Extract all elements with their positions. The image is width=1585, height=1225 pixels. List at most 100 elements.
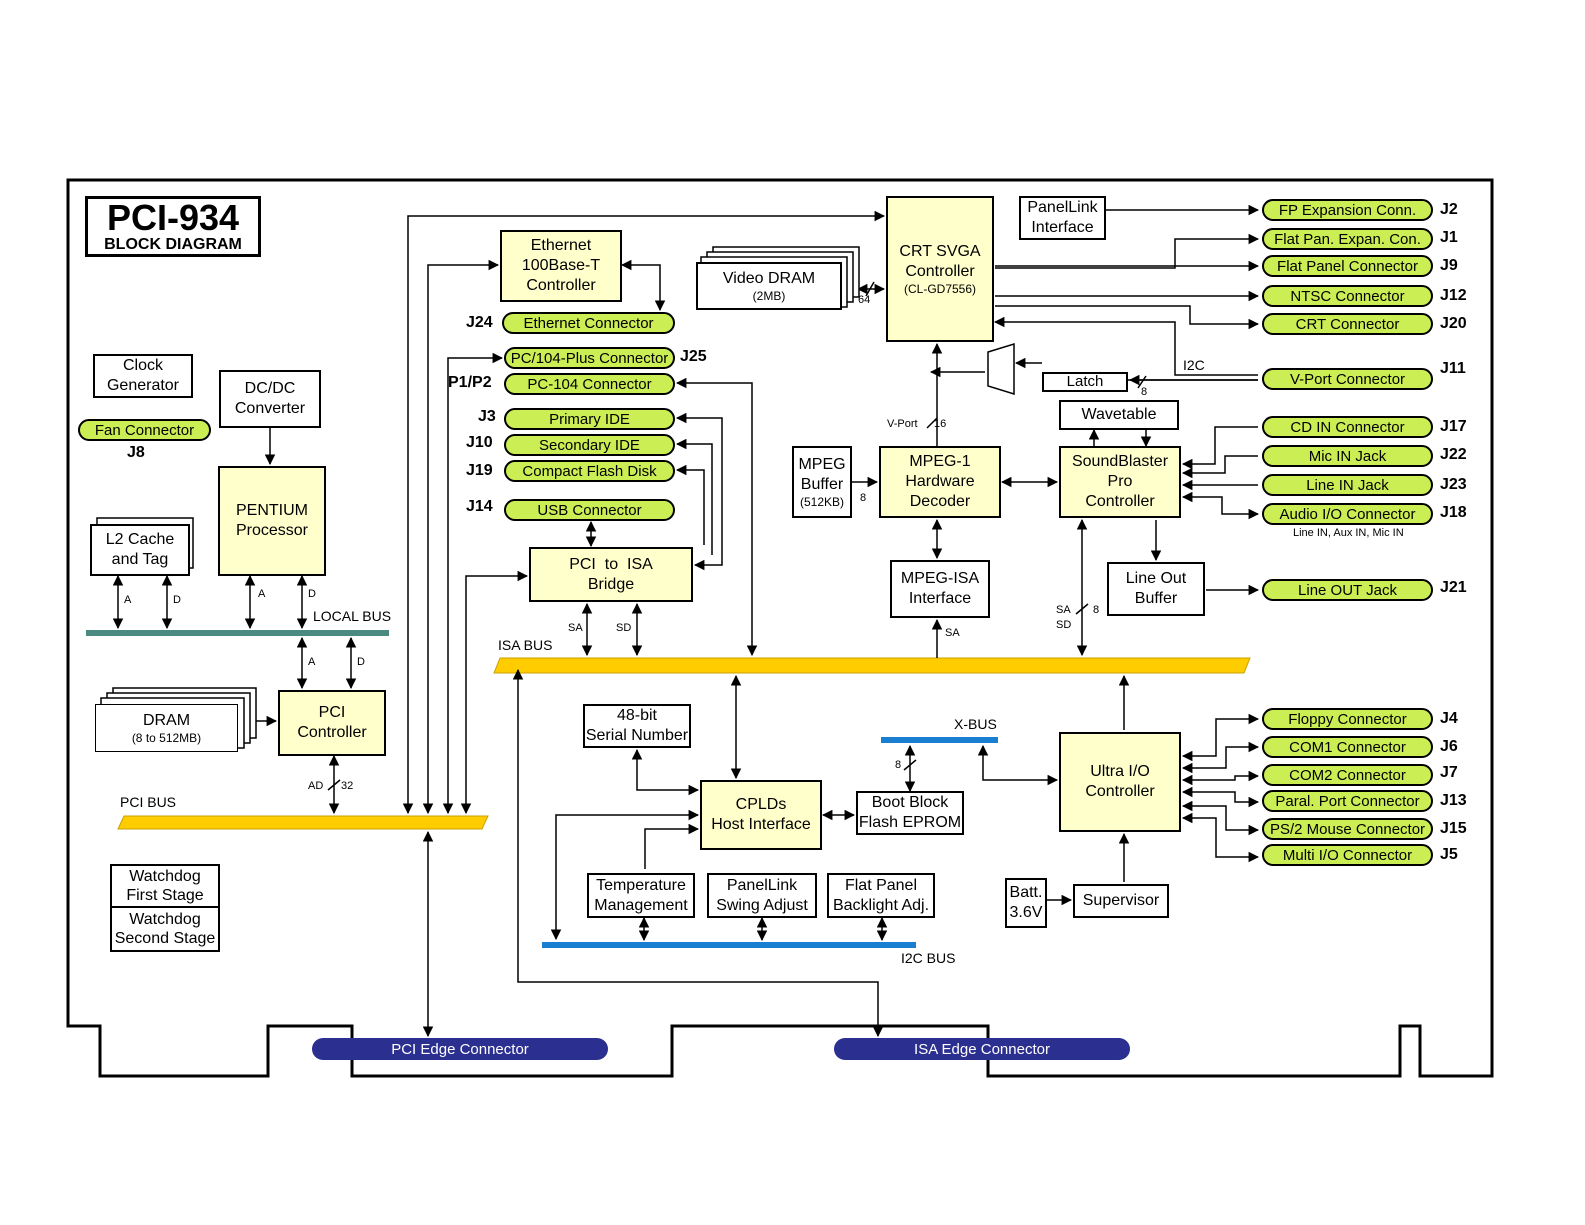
pci-bus-label: PCI BUS	[120, 794, 177, 810]
j12-label: J12	[1440, 287, 1467, 304]
sb-sd-label: SD	[1056, 619, 1072, 631]
battery: Batt. 3.6V	[1005, 878, 1047, 928]
flat-pan-expan-con: Flat Pan. Expan. Con.	[1262, 228, 1433, 250]
flat-panel-backlight: Flat Panel Backlight Adj.	[827, 873, 935, 918]
wavetable: Wavetable	[1059, 400, 1179, 430]
j7-label: J7	[1440, 764, 1458, 781]
vport-connector: V-Port Connector	[1262, 368, 1433, 390]
i2c-label: I2C	[1183, 357, 1205, 373]
latch: Latch	[1042, 372, 1128, 392]
j15-label: J15	[1440, 820, 1467, 837]
mpeg-buffer-label: MPEG Buffer	[798, 455, 846, 493]
mpeg-isa-interface: MPEG-ISA Interface	[890, 560, 990, 618]
ultra-io-controller: Ultra I/O Controller	[1059, 732, 1181, 832]
bridge-sa-label: SA	[568, 622, 583, 634]
title-main: PCI-934	[106, 196, 240, 238]
x-bus	[881, 737, 998, 743]
j9-label: J9	[1440, 257, 1458, 274]
dram: DRAM (8 to 512MB)	[95, 704, 238, 752]
mic-in-jack: Mic IN Jack	[1262, 445, 1433, 467]
j18-label: J18	[1440, 504, 1467, 521]
mpeg-isa-sa-label: SA	[945, 627, 960, 639]
j4-label: J4	[1440, 710, 1458, 727]
isa-bus	[493, 657, 1251, 674]
pc104-connector: PC-104 Connector	[504, 373, 675, 395]
j8-label: J8	[127, 444, 145, 461]
boot-block-flash: Boot Block Flash EPROM	[856, 791, 964, 835]
j14-label: J14	[466, 498, 493, 515]
j5-label: J5	[1440, 846, 1458, 863]
fan-connector: Fan Connector	[78, 419, 211, 441]
title-box: PCI-934 BLOCK DIAGRAM	[85, 196, 261, 257]
pci-edge-connector: PCI Edge Connector	[312, 1038, 608, 1060]
local-bus	[86, 630, 389, 636]
clock-generator: Clock Generator	[93, 354, 193, 398]
j21-label: J21	[1440, 579, 1467, 596]
pci-d-label: D	[357, 656, 365, 668]
video-dram: Video DRAM (2MB)	[696, 262, 842, 310]
video-dram-size: (2MB)	[752, 288, 786, 303]
title-sub: BLOCK DIAGRAM	[104, 235, 242, 253]
mpeg1-decoder: MPEG-1 Hardware Decoder	[879, 446, 1001, 518]
j24-label: J24	[466, 314, 493, 331]
l2-a-label: A	[124, 594, 132, 606]
sb-width-label: 8	[1093, 604, 1100, 616]
dram-size: (8 to 512MB)	[131, 730, 202, 745]
ps2-mouse-connector: PS/2 Mouse Connector	[1262, 818, 1433, 840]
ethernet-connector: Ethernet Connector	[502, 312, 675, 334]
paral-port-connector: Paral. Port Connector	[1262, 790, 1433, 812]
line-out-jack: Line OUT Jack	[1262, 579, 1433, 601]
j22-label: J22	[1440, 446, 1467, 463]
vram-width-label: 64	[858, 294, 871, 306]
crt-connector: CRT Connector	[1262, 313, 1433, 335]
vport-width-label: 16	[934, 418, 947, 430]
ad-width-label: 32	[341, 780, 354, 792]
j13-label: J13	[1440, 792, 1467, 809]
fp-expansion-conn: FP Expansion Conn.	[1262, 199, 1433, 221]
j6-label: J6	[1440, 738, 1458, 755]
pci-controller: PCI Controller	[278, 690, 386, 756]
j25-label: J25	[680, 348, 707, 365]
bridge-sd-label: SD	[616, 622, 632, 634]
dram-label: DRAM	[142, 711, 191, 729]
cpu-d-label: D	[308, 588, 316, 600]
vport-mux	[987, 342, 1015, 396]
j1-label: J1	[1440, 229, 1458, 246]
sb-sa-label: SA	[1056, 604, 1071, 616]
secondary-ide: Secondary IDE	[504, 434, 675, 456]
mpeg-buffer-size: (512KB)	[799, 494, 845, 509]
xbus-width-label: 8	[895, 759, 902, 771]
crt-svga-label: CRT SVGA Controller	[899, 242, 981, 280]
audio-note: Line IN, Aux IN, Mic IN	[1293, 527, 1404, 539]
i2c-bus-label: I2C BUS	[901, 950, 956, 966]
vport-label: V-Port	[887, 418, 918, 430]
ad-label: AD	[308, 780, 324, 792]
soundblaster-controller: SoundBlaster Pro Controller	[1059, 446, 1181, 518]
j3-label: J3	[478, 408, 496, 425]
local-bus-label: LOCAL BUS	[313, 608, 392, 624]
temperature-management: Temperature Management	[587, 873, 695, 918]
ntsc-connector: NTSC Connector	[1262, 285, 1433, 307]
j23-label: J23	[1440, 476, 1467, 493]
primary-ide: Primary IDE	[504, 408, 675, 430]
ethernet-controller: Ethernet 100Base-T Controller	[500, 230, 622, 302]
pci-bus	[117, 815, 489, 830]
dcdc-converter: DC/DC Converter	[219, 370, 321, 428]
usb-connector: USB Connector	[504, 499, 675, 521]
isa-bus-label: ISA BUS	[498, 637, 553, 653]
compact-flash: Compact Flash Disk	[504, 460, 675, 482]
com1-connector: COM1 Connector	[1262, 736, 1433, 758]
pci-a-label: A	[308, 656, 316, 668]
pci-isa-bridge: PCI to ISA Bridge	[529, 547, 693, 602]
crt-svga-chip: (CL-GD7556)	[903, 281, 977, 296]
p1p2-label: P1/P2	[448, 374, 492, 391]
flat-panel-connector: Flat Panel Connector	[1262, 255, 1433, 277]
isa-edge-connector: ISA Edge Connector	[834, 1038, 1130, 1060]
pentium-processor: PENTIUM Processor	[218, 466, 326, 576]
j10-label: J10	[466, 434, 493, 451]
panellink-interface: PanelLink Interface	[1019, 196, 1106, 240]
j20-label: J20	[1440, 315, 1467, 332]
serial-number: 48-bit Serial Number	[583, 704, 691, 748]
j17-label: J17	[1440, 418, 1467, 435]
